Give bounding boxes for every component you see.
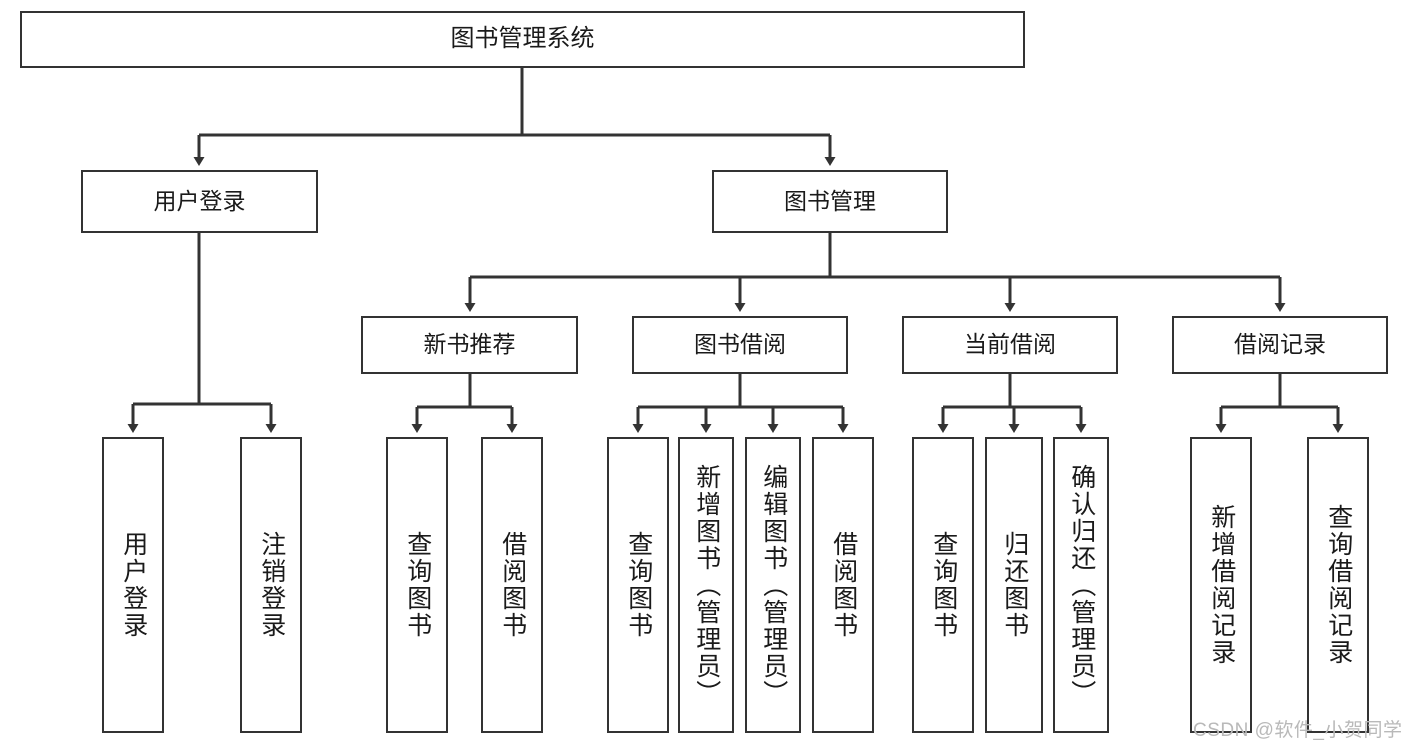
node-user-login[interactable]: 用户登录 xyxy=(81,170,318,233)
node-new-book-recommend[interactable]: 新书推荐 xyxy=(361,316,578,374)
node-current-borrow[interactable]: 当前借阅 xyxy=(902,316,1118,374)
node-label: 借阅图书 xyxy=(498,531,527,639)
node-label: 新增借阅记录 xyxy=(1207,504,1236,666)
node-label: 新书推荐 xyxy=(423,331,516,358)
node-label: 归还图书 xyxy=(1000,531,1029,639)
leaf-return-books[interactable]: 归还图书 xyxy=(985,437,1043,733)
node-label: 新增图书（管理员） xyxy=(692,463,721,707)
leaf-logout[interactable]: 注销登录 xyxy=(240,437,302,733)
node-label: 借阅图书 xyxy=(829,531,858,639)
leaf-query-borrow-record[interactable]: 查询借阅记录 xyxy=(1307,437,1369,733)
node-borrow-records[interactable]: 借阅记录 xyxy=(1172,316,1388,374)
node-root[interactable]: 图书管理系统 xyxy=(20,11,1025,68)
node-label: 当前借阅 xyxy=(964,331,1056,358)
node-label: 编辑图书（管理员） xyxy=(759,463,788,707)
node-label: 查询图书 xyxy=(403,531,432,639)
node-label: 借阅记录 xyxy=(1234,331,1326,358)
node-label: 用户登录 xyxy=(153,187,246,214)
leaf-query-books-recommend[interactable]: 查询图书 xyxy=(386,437,448,733)
leaf-borrow-books[interactable]: 借阅图书 xyxy=(812,437,874,733)
leaf-user-login[interactable]: 用户登录 xyxy=(102,437,164,733)
node-book-borrow[interactable]: 图书借阅 xyxy=(632,316,848,374)
node-label: 查询图书 xyxy=(624,531,653,639)
leaf-confirm-return-admin[interactable]: 确认归还（管理员） xyxy=(1053,437,1109,733)
leaf-edit-book-admin[interactable]: 编辑图书（管理员） xyxy=(745,437,801,733)
node-label: 用户登录 xyxy=(119,531,148,639)
node-label: 注销登录 xyxy=(257,531,286,639)
node-label: 图书借阅 xyxy=(694,331,786,358)
leaf-add-book-admin[interactable]: 新增图书（管理员） xyxy=(678,437,734,733)
leaf-add-borrow-record[interactable]: 新增借阅记录 xyxy=(1190,437,1252,733)
watermark: CSDN @软件_小贺同学 xyxy=(1193,720,1403,741)
node-label: 图书管理 xyxy=(784,187,876,214)
leaf-query-books-borrow[interactable]: 查询图书 xyxy=(607,437,669,733)
node-label: 查询图书 xyxy=(929,531,958,639)
node-label: 图书管理系统 xyxy=(450,25,595,53)
node-label: 确认归还（管理员） xyxy=(1067,463,1096,707)
leaf-borrow-books-recommend[interactable]: 借阅图书 xyxy=(481,437,543,733)
node-label: 查询借阅记录 xyxy=(1324,504,1353,666)
node-book-management[interactable]: 图书管理 xyxy=(712,170,948,233)
leaf-query-books-current[interactable]: 查询图书 xyxy=(912,437,974,733)
